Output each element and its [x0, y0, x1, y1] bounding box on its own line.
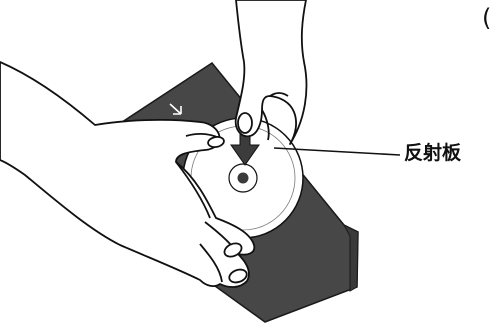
right-hand — [236, 0, 307, 144]
corner-paren-mark: ( — [482, 6, 491, 30]
reflector-callout-label: 反射板 — [404, 144, 461, 163]
disc-hub — [238, 173, 249, 184]
